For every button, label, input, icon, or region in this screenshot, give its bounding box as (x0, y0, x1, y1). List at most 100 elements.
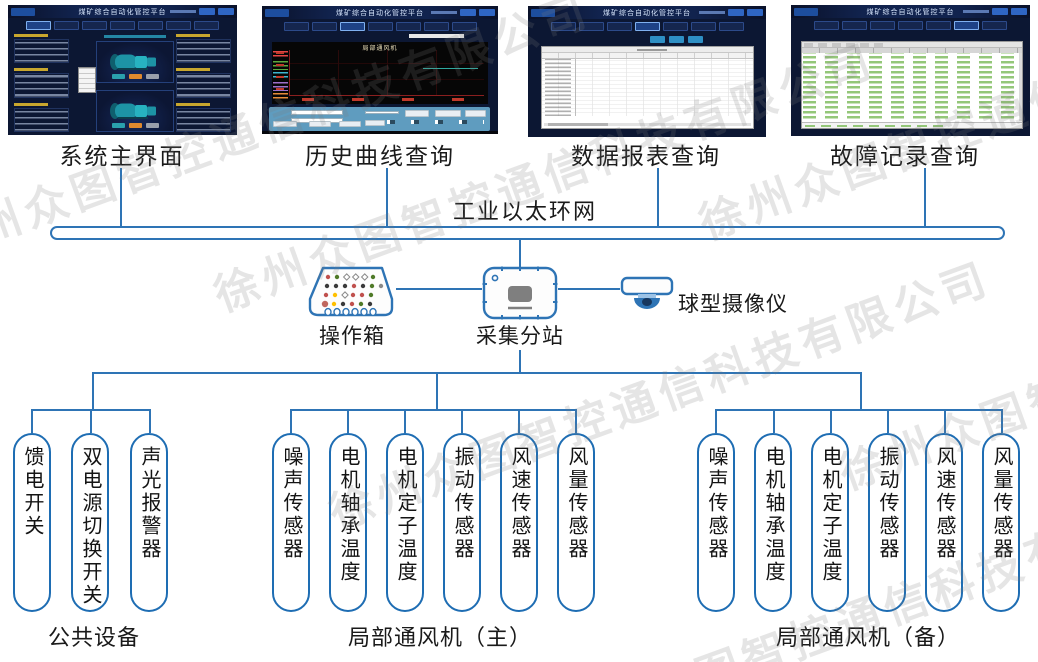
thumbnail-data-report: 煤矿综合自动化管控平台 (528, 6, 766, 137)
data-section (176, 68, 231, 98)
connector-line (90, 409, 92, 433)
fan-buttons (111, 74, 159, 79)
sensor-capsule-dual-power-switch: 双电源切换开关 (71, 433, 109, 612)
device-image (78, 67, 96, 93)
caption-main-ui: 系统主界面 (59, 143, 185, 169)
table-header-row (802, 48, 1022, 53)
query-button (339, 121, 361, 127)
header-button (460, 9, 476, 16)
x-tick-labels (302, 98, 478, 101)
caption-history-curves: 历史曲线查询 (305, 143, 455, 169)
connector-line (404, 409, 406, 433)
header-button (728, 9, 744, 16)
sensor-capsule-wind-speed: 风速传感器 (925, 433, 963, 612)
connector-line (461, 409, 463, 433)
connector-line (575, 409, 577, 433)
thumbnail-header: 煤矿综合自动化管控平台 (262, 6, 498, 19)
query-button (435, 110, 461, 117)
header-button (199, 8, 215, 15)
dome-camera-label: 球型摄像仪 (678, 293, 788, 316)
left-data-panel (14, 34, 69, 132)
tab (662, 22, 688, 31)
tab (842, 21, 867, 30)
platform-title: 煤矿综合自动化管控平台 (866, 8, 955, 16)
fan-buttons (111, 123, 159, 128)
home-button (794, 8, 818, 16)
tab (451, 22, 477, 31)
sensor-capsule-vibration: 振动传感器 (443, 433, 481, 612)
connector-line (31, 409, 33, 433)
nav-tabs (528, 22, 766, 31)
header-button (479, 9, 495, 16)
query-button (365, 120, 385, 126)
date-input (291, 110, 343, 115)
ethernet-bus-label: 工业以太环网 (452, 199, 597, 224)
thumbnail-fault-records: 煤矿综合自动化管控平台 (791, 5, 1030, 136)
connector-line (436, 372, 438, 410)
tab (870, 21, 895, 30)
sensor-capsule-feeder-switch: 馈电开关 (13, 433, 51, 612)
data-section (14, 34, 69, 64)
connector-line (715, 409, 1003, 411)
datetime-text (963, 10, 989, 13)
tab (138, 21, 163, 30)
operator-box-icon (308, 266, 394, 317)
platform-title: 煤矿综合自动化管控平台 (78, 8, 167, 16)
thumbnail-header: 煤矿综合自动化管控平台 (528, 6, 766, 19)
connector-line (518, 409, 520, 433)
ethernet-ring-bus (50, 226, 1005, 240)
header-button (992, 8, 1008, 15)
table-rows (803, 53, 1018, 121)
tab (110, 21, 135, 30)
center-title-bar (104, 35, 166, 38)
data-section (176, 34, 231, 64)
connector-line (92, 372, 94, 410)
tab (606, 22, 632, 31)
table-scrollbar (1019, 53, 1022, 121)
table-first-column (542, 59, 576, 116)
sensor-capsule-noise: 噪声传感器 (272, 433, 310, 612)
group-label-fan-main: 局部通风机（主） (347, 625, 532, 650)
report-button (688, 36, 703, 43)
nav-tabs (262, 22, 498, 31)
tab (194, 21, 219, 30)
thumbnail-history-curves: 煤矿综合自动化管控平台 局部通风机 (262, 6, 498, 134)
tab (634, 22, 660, 31)
header-button (747, 9, 763, 16)
x-axis (289, 95, 484, 96)
connector-line (120, 168, 122, 227)
operator-box-label: 操作箱 (319, 325, 385, 348)
sensor-capsule-bearing-temp: 电机轴承温度 (754, 433, 792, 612)
nav-tabs (791, 21, 1030, 30)
data-section (14, 102, 69, 132)
connector-line (149, 409, 151, 433)
sensor-capsule-alarm: 声光报警器 (130, 433, 168, 612)
tab (395, 22, 421, 31)
query-button (309, 121, 331, 127)
connector-line (773, 409, 775, 433)
platform-title: 煤矿综合自动化管控平台 (603, 9, 691, 17)
connector-line (924, 168, 926, 227)
connector-line (290, 409, 292, 433)
sensor-capsule-stator-temp: 电机定子温度 (811, 433, 849, 612)
home-button (265, 9, 289, 17)
tab (578, 22, 604, 31)
query-button (405, 110, 429, 117)
search-input (409, 34, 464, 38)
collection-station-label: 采集分站 (476, 325, 564, 348)
query-button (273, 121, 297, 127)
table-header-row (542, 53, 753, 59)
tab (982, 21, 1007, 30)
connector-line (558, 288, 620, 290)
tab (166, 21, 191, 30)
sensor-capsule-wind-speed: 风速传感器 (500, 433, 538, 612)
connector-line (860, 372, 862, 410)
connector-line (92, 372, 862, 374)
fan-panel-2 (96, 90, 174, 132)
header-button (1011, 8, 1027, 15)
thumbnail-header: 煤矿综合自动化管控平台 (791, 5, 1030, 18)
connector-line (944, 409, 946, 433)
tab (926, 21, 951, 30)
dome-camera-icon (620, 276, 674, 309)
